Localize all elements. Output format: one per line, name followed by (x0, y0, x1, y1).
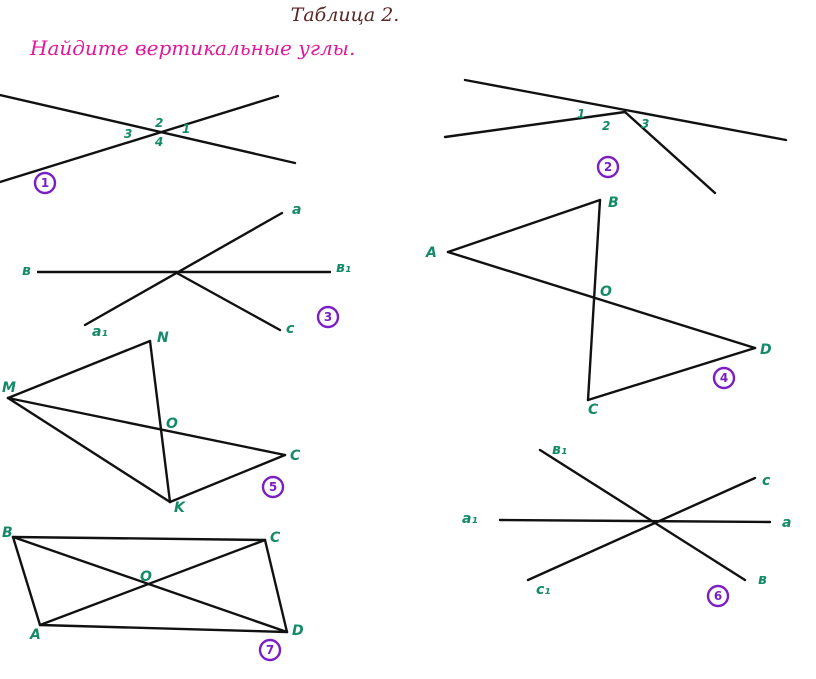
point-label: в (22, 263, 31, 279)
worksheet-title: Таблица 2. (291, 4, 400, 26)
point-label: D (760, 342, 772, 358)
figure-number: 5 (269, 480, 277, 494)
ray (623, 110, 717, 195)
figure-number-circle (712, 366, 736, 390)
figure-7: B C O A D 7 (2, 525, 304, 662)
figure-number-circle (316, 305, 340, 329)
point-label: M (2, 380, 16, 396)
line-aa1 (83, 211, 284, 327)
ray-c (173, 270, 282, 332)
segment-CD (263, 538, 289, 634)
line (443, 110, 627, 139)
point-label: A (29, 627, 41, 643)
segment-AD (38, 623, 289, 634)
point-label: a₁ (462, 511, 478, 527)
point-label: B (2, 525, 13, 541)
point-label: D (292, 623, 304, 639)
point-label: a₁ (92, 324, 108, 340)
point-label: O (140, 569, 152, 585)
segment-AD (446, 250, 757, 350)
point-label: O (600, 284, 612, 300)
angle-label: 1 (577, 107, 585, 121)
segment-MK (6, 396, 172, 504)
segment-AB (11, 535, 42, 627)
point-label: a (292, 202, 301, 218)
diagonal-AC (38, 538, 267, 627)
figure-number-circle (596, 155, 620, 179)
figure-number: 6 (714, 589, 722, 603)
figure-number: 2 (604, 160, 612, 174)
point-label: c₁ (536, 582, 550, 598)
line (0, 94, 280, 184)
point-label: B (608, 195, 619, 211)
figure-number: 3 (324, 310, 332, 324)
line (0, 93, 297, 165)
point-label: c (286, 321, 295, 337)
angle-label: 3 (641, 117, 649, 131)
point-label: в₁ (552, 442, 567, 458)
segment-AB (446, 198, 602, 254)
point-label: c (762, 473, 771, 489)
figure-number-circle (258, 638, 282, 662)
figure-6: в₁ c a a₁ c₁ в 6 (462, 442, 791, 608)
segment-BC (11, 535, 267, 542)
angle-label: 1 (182, 122, 190, 136)
angle-label: 2 (155, 116, 163, 130)
segment-CD (586, 346, 757, 402)
figure-number-circle (33, 171, 57, 195)
figure-number-circle (706, 584, 730, 608)
point-label: C (270, 530, 281, 546)
point-label: N (157, 330, 169, 346)
point-label: C (290, 448, 301, 464)
segment-MN (6, 339, 152, 400)
figure-2: 1 2 3 2 (443, 78, 788, 195)
line-bb1 (538, 448, 747, 582)
figure-4: A B O D C 4 (425, 195, 772, 418)
angle-label: 4 (154, 135, 163, 149)
segment-BC (586, 198, 602, 402)
angle-label: 3 (124, 127, 132, 141)
figure-3: в в₁ a a₁ c 3 (22, 202, 351, 340)
segment-KC (168, 453, 287, 504)
line (463, 78, 788, 142)
figure-number: 1 (41, 176, 49, 190)
figure-number: 4 (720, 371, 728, 385)
point-label: в₁ (336, 260, 351, 276)
line-aa1 (498, 518, 772, 524)
point-label: в (758, 572, 767, 588)
figure-5: M N O C K 5 (2, 330, 301, 516)
angle-label: 2 (602, 119, 610, 133)
point-label: K (174, 500, 186, 516)
figure-number: 7 (266, 643, 274, 657)
point-label: C (588, 402, 599, 418)
point-label: A (425, 245, 437, 261)
figure-1: 1 2 3 4 1 (0, 93, 297, 195)
point-label: O (166, 416, 178, 432)
worksheet-instruction: Найдите вертикальные углы. (29, 36, 355, 60)
figure-number-circle (261, 475, 285, 499)
segment-NK (148, 339, 172, 504)
segment-MC (6, 396, 287, 457)
line-cc1 (526, 476, 757, 582)
point-label: a (782, 515, 791, 531)
